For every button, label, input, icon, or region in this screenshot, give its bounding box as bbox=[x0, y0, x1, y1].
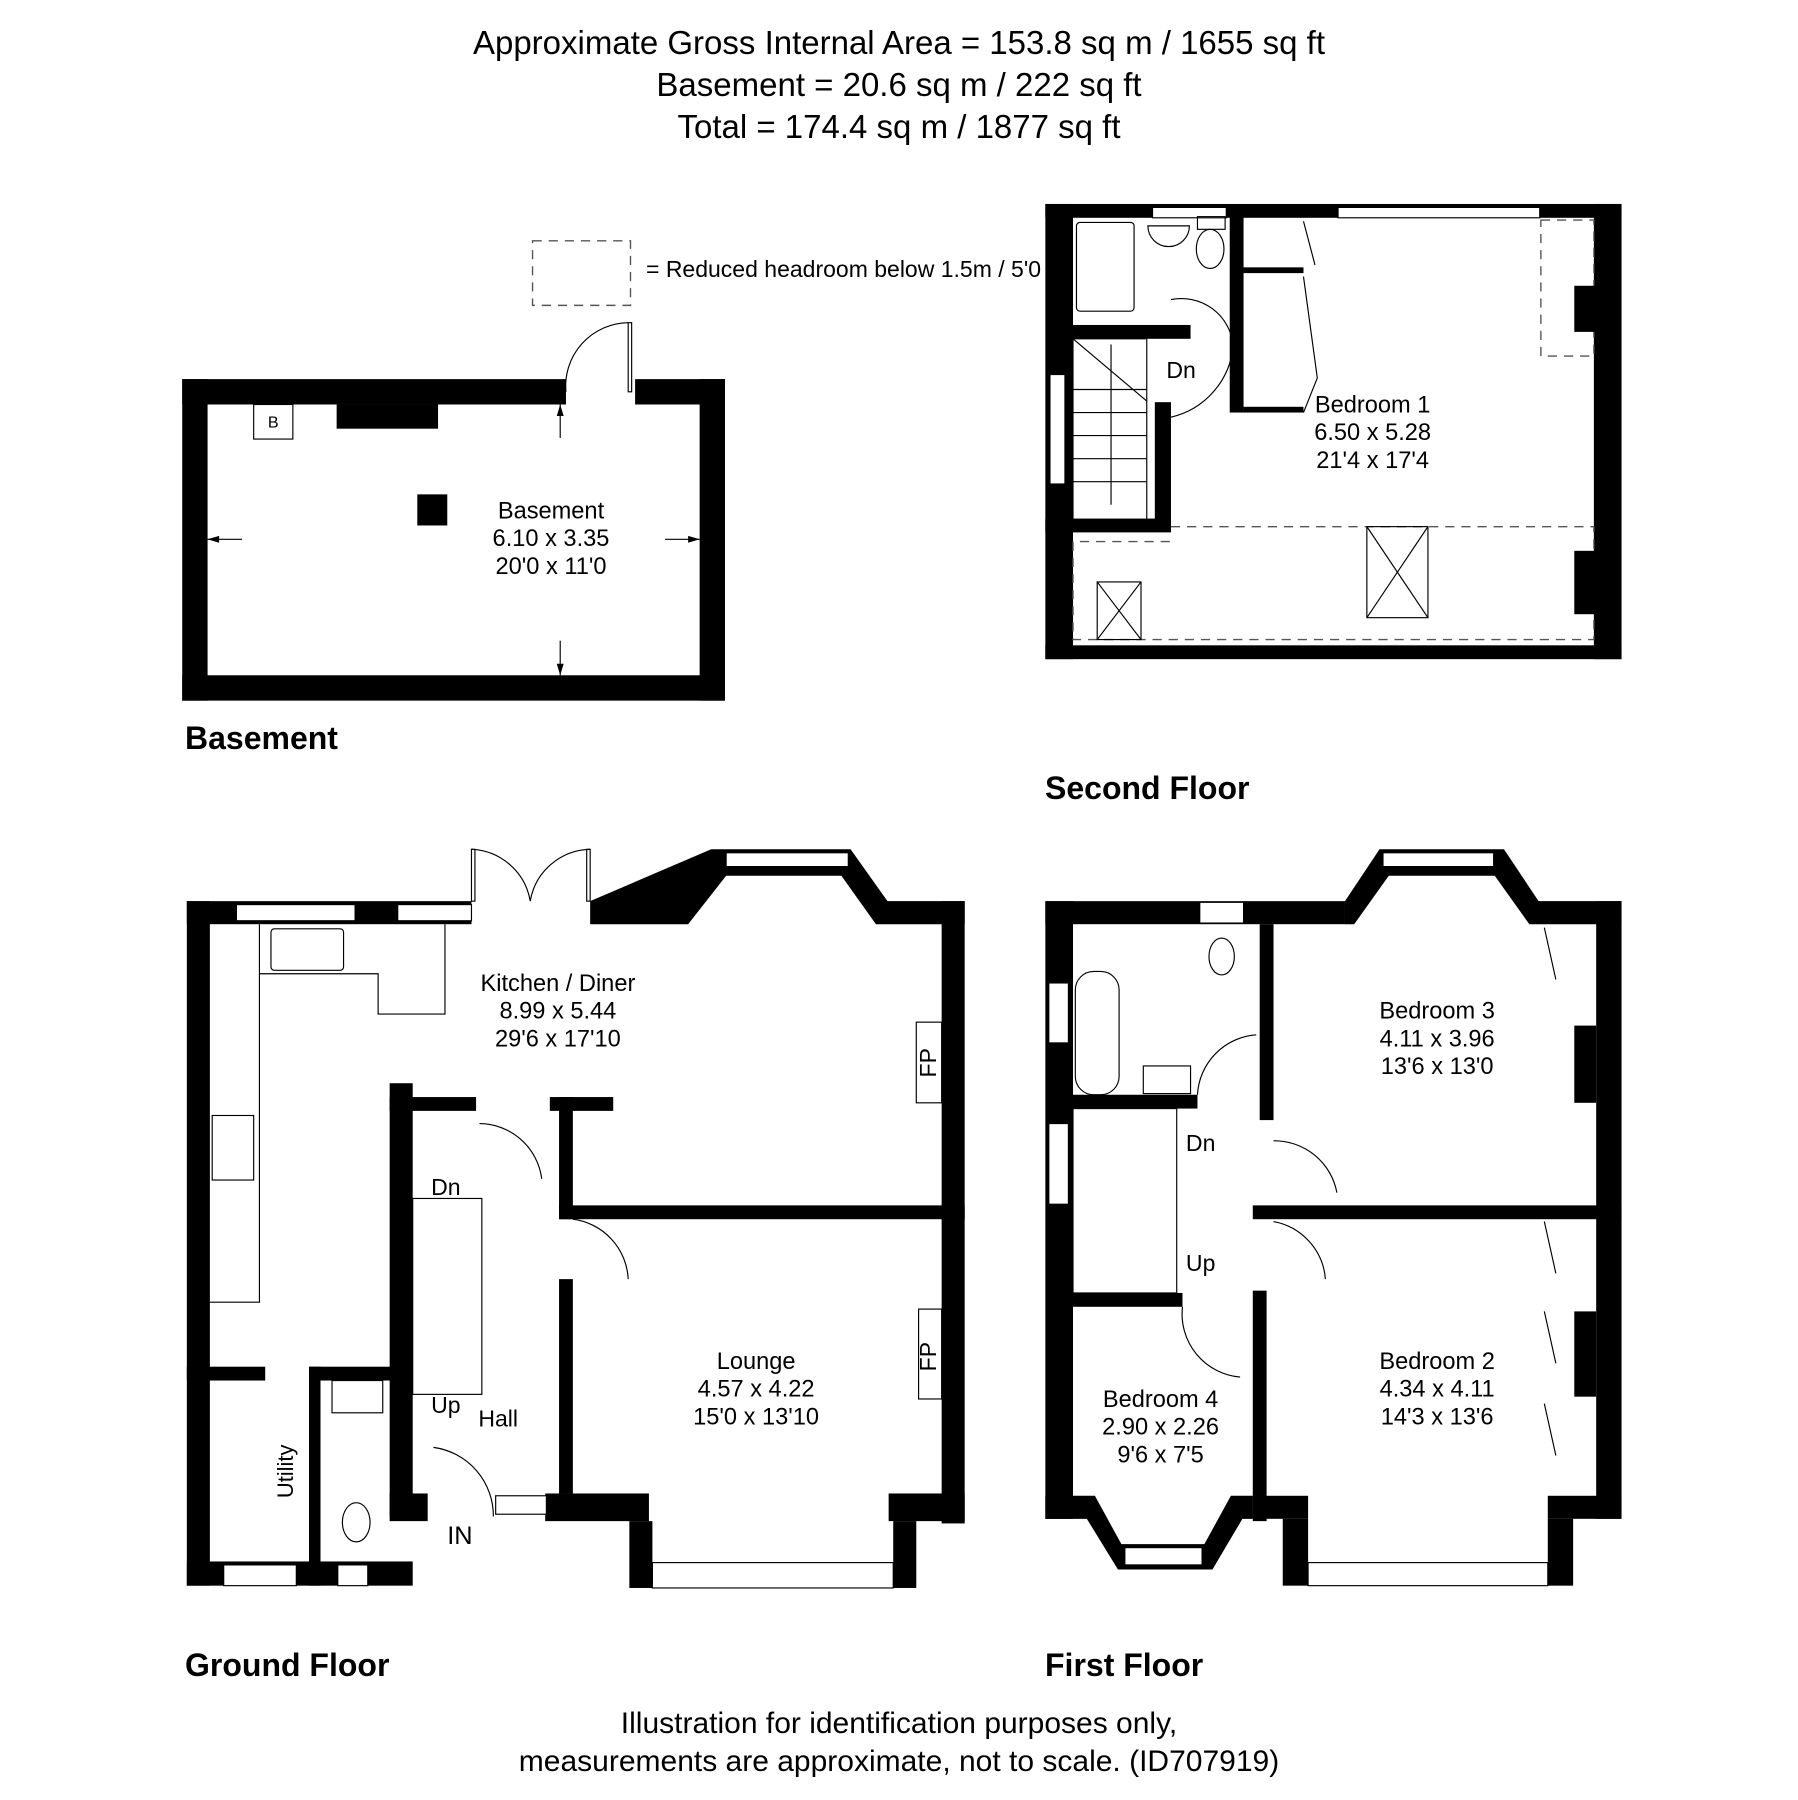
total-area-text: Total = 174.4 sq m / 1877 sq ft bbox=[677, 108, 1121, 145]
basement-plan: B Basement 6.10 x 3.35 20'0 x 11'0 bbox=[182, 322, 725, 701]
utility-label: Utility bbox=[273, 1445, 298, 1499]
boiler-label: B bbox=[268, 414, 279, 432]
hall-label: Hall bbox=[478, 1406, 518, 1432]
gross-area-text: Approximate Gross Internal Area = 153.8 … bbox=[472, 24, 1326, 61]
entrance-label: IN bbox=[447, 1522, 472, 1550]
room-name-bedroom-2: Bedroom 2 bbox=[1379, 1349, 1495, 1375]
floor-title-second: Second Floor bbox=[1045, 770, 1250, 806]
legend-label: = Reduced headroom below 1.5m / 5'0 bbox=[646, 256, 1041, 282]
room-metric-bedroom-4: 2.90 x 2.26 bbox=[1102, 1415, 1219, 1441]
area-summary: Approximate Gross Internal Area = 153.8 … bbox=[0, 22, 1798, 148]
room-name-bedroom-3: Bedroom 3 bbox=[1379, 999, 1495, 1025]
room-imperial-lounge: 15'0 x 13'10 bbox=[693, 1404, 819, 1430]
room-name-lounge: Lounge bbox=[717, 1349, 796, 1375]
second-floor-plan: Dn Bedroom 1 6.50 x 5.28 21'4 x 17'4 bbox=[1045, 203, 1622, 660]
reduced-headroom-legend-icon bbox=[531, 240, 632, 307]
disclaimer: Illustration for identification purposes… bbox=[0, 1705, 1798, 1781]
disclaimer-line-2: measurements are approximate, not to sca… bbox=[518, 1745, 1280, 1778]
fireplace-label-lounge: FP bbox=[915, 1342, 941, 1371]
ground-floor-plan: FP Kitchen / Diner 8.99 x 5.44 29'6 x 17… bbox=[186, 848, 965, 1589]
fireplace-label-kitchen: FP bbox=[915, 1048, 941, 1077]
room-metric-kitchen-diner: 8.99 x 5.44 bbox=[499, 999, 616, 1025]
room-metric-bedroom-3: 4.11 x 3.96 bbox=[1380, 1026, 1495, 1052]
room-imperial-bedroom-1: 21'4 x 17'4 bbox=[1316, 448, 1429, 474]
ground-stairs-down-label: Dn bbox=[431, 1174, 460, 1200]
basement-area-text: Basement = 20.6 sq m / 222 sq ft bbox=[656, 66, 1142, 103]
floor-title-ground: Ground Floor bbox=[185, 1647, 390, 1683]
room-imperial-bedroom-2: 14'3 x 13'6 bbox=[1381, 1404, 1494, 1430]
floor-title-basement: Basement bbox=[185, 720, 338, 756]
ground-stairs-up-label: Up bbox=[431, 1392, 460, 1418]
room-imperial-bedroom-3: 13'6 x 13'0 bbox=[1381, 1054, 1494, 1080]
stairs-down-label: Dn bbox=[1166, 357, 1195, 383]
room-imperial-bedroom-4: 9'6 x 7'5 bbox=[1117, 1442, 1203, 1468]
room-metric-lounge: 4.57 x 4.22 bbox=[698, 1377, 815, 1403]
room-name-bedroom-4: Bedroom 4 bbox=[1103, 1387, 1219, 1413]
room-metric-bedroom-1: 6.50 x 5.28 bbox=[1314, 420, 1431, 446]
room-metric-bedroom-2: 4.34 x 4.11 bbox=[1380, 1377, 1495, 1403]
room-name-basement: Basement bbox=[498, 499, 605, 525]
disclaimer-line-1: Illustration for identification purposes… bbox=[620, 1707, 1178, 1740]
first-stairs-down-label: Dn bbox=[1186, 1130, 1215, 1156]
floor-title-first: First Floor bbox=[1045, 1647, 1204, 1683]
room-imperial-kitchen-diner: 29'6 x 17'10 bbox=[495, 1026, 621, 1052]
room-imperial-basement: 20'0 x 11'0 bbox=[496, 554, 607, 580]
first-floor-plan: Dn Up Bedroom 3 4.11 x 3.96 13'6 x 13'0 … bbox=[1045, 849, 1622, 1587]
room-metric-basement: 6.10 x 3.35 bbox=[493, 526, 610, 552]
room-name-bedroom-1: Bedroom 1 bbox=[1315, 393, 1431, 419]
room-name-kitchen-diner: Kitchen / Diner bbox=[480, 971, 635, 997]
first-stairs-up-label: Up bbox=[1186, 1250, 1215, 1276]
